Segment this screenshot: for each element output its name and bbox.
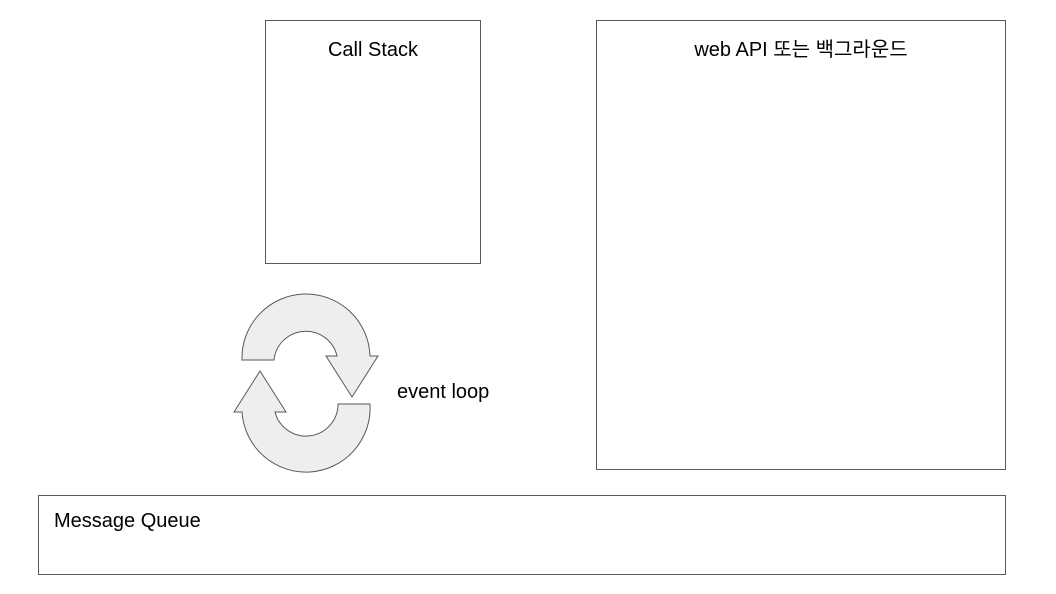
- message-queue-box: Message Queue: [38, 495, 1006, 575]
- event-loop-label: event loop: [397, 381, 490, 403]
- web-api-box: web API 또는 백그라운드: [596, 20, 1006, 470]
- message-queue-label: Message Queue: [54, 510, 201, 532]
- web-api-label: web API 또는 백그라운드: [694, 39, 908, 61]
- top-arc-arrow: [241, 293, 379, 398]
- bottom-arc-arrow: [233, 370, 371, 473]
- circular-arrows-icon: [233, 293, 379, 473]
- call-stack-label: Call Stack: [327, 39, 419, 61]
- call-stack-box: Call Stack: [265, 20, 481, 264]
